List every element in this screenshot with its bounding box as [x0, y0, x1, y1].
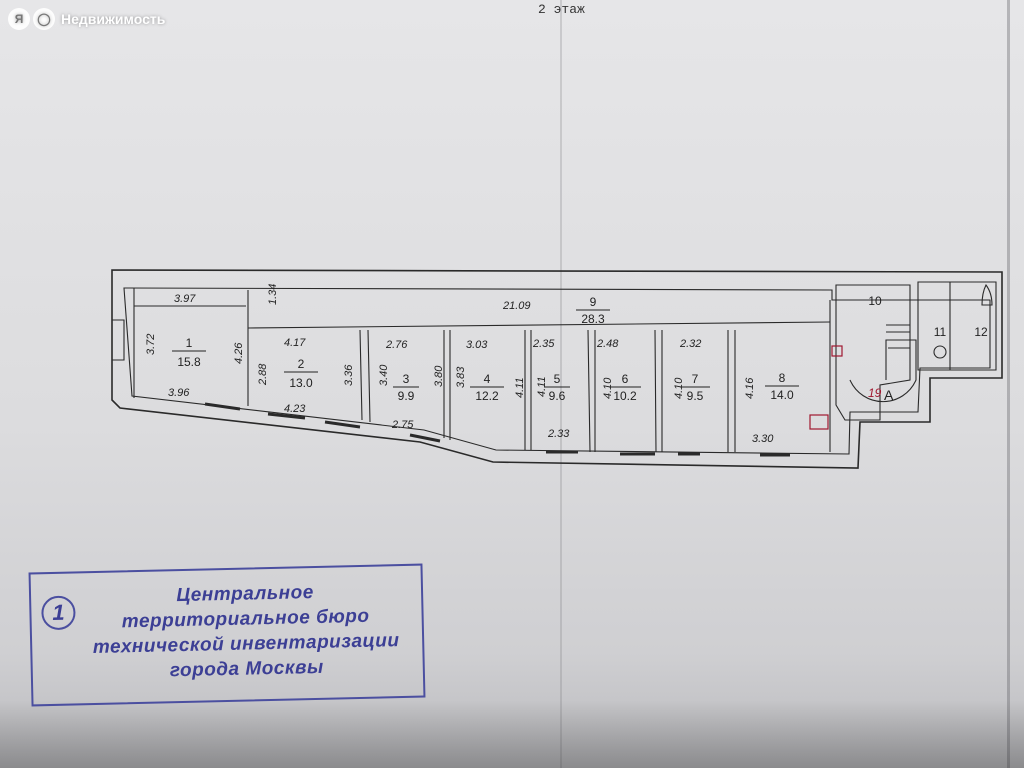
room-number: 6: [622, 372, 629, 386]
dimension: 21.09: [502, 300, 531, 312]
dimension: 3.72: [145, 334, 157, 355]
dimension: 4.11: [514, 377, 526, 398]
watermark-text: Недвижимость: [61, 11, 166, 27]
watermark: Я ◯ Недвижимость: [8, 8, 165, 30]
room-area: 9.6: [549, 389, 566, 403]
dimension: 3.36: [343, 364, 355, 386]
room-number: 1: [186, 336, 193, 350]
stamp-number: 1: [41, 595, 76, 631]
stair-number: 19: [868, 386, 882, 400]
bottom-shadow: [0, 700, 1024, 768]
plan-walls: [111, 269, 1003, 469]
logo-letter: Я: [8, 8, 30, 30]
dimension: 3.40: [378, 364, 390, 386]
room-area: 13.0: [289, 376, 313, 390]
room-number: 3: [403, 372, 410, 386]
dimension: 3.83: [455, 366, 467, 388]
floor-label: 2 этаж: [538, 2, 585, 17]
room-area: 9.9: [398, 389, 415, 403]
dimension: 2.88: [257, 363, 269, 386]
room-area: 28.3: [581, 312, 605, 326]
dimension: 4.10: [602, 377, 614, 399]
dimension: 3.80: [433, 365, 445, 387]
dimension: 2.48: [596, 338, 619, 350]
dimension: 2.32: [679, 338, 701, 350]
dimension: 3.96: [168, 387, 190, 399]
dimension: 4.10: [673, 377, 685, 399]
stair-letter: А: [884, 387, 894, 403]
paper-edge: [1007, 0, 1010, 768]
room-number: 7: [692, 372, 699, 386]
dimension: 4.26: [233, 342, 245, 364]
logo-circle: ◯: [33, 8, 55, 30]
dimension: 2.76: [385, 339, 408, 351]
dimension: 4.17: [284, 337, 306, 349]
room-number: 10: [868, 294, 882, 308]
paper-fold: [560, 0, 562, 768]
dimension: 1.34: [267, 284, 279, 305]
dimension: 3.97: [174, 293, 196, 305]
room-number: 5: [554, 372, 561, 386]
stamp-text: Центральное территориальное бюро техниче…: [77, 578, 415, 686]
dimension: 4.11: [536, 376, 548, 397]
room-number: 2: [298, 357, 305, 371]
watermark-logo-icon: Я ◯: [8, 8, 55, 30]
dimension: 3.30: [752, 433, 774, 445]
dimension: 4.23: [284, 403, 306, 415]
dimension: 2.35: [532, 338, 555, 350]
bti-stamp: 1 Центральное территориальное бюро техни…: [28, 563, 426, 707]
room-area: 14.0: [770, 388, 794, 402]
room-area: 15.8: [177, 355, 201, 369]
room-number: 4: [484, 372, 491, 386]
room-labels: 1 15.8 2 13.0 3 9.9 4 12.2 5 9.6 6 10.2 …: [172, 294, 988, 403]
dimension: 2.33: [547, 428, 570, 440]
dimension-labels: 3.97 1.34 21.09 3.72 4.26 3.96 4.17 2.88…: [145, 284, 774, 445]
dimension: 3.03: [466, 339, 488, 351]
room-number: 11: [934, 325, 947, 339]
room-number: 12: [974, 325, 988, 339]
room-area: 9.5: [687, 389, 704, 403]
dimension: 2.75: [391, 419, 414, 431]
dimension: 4.16: [744, 377, 756, 399]
room-number: 9: [590, 295, 597, 309]
room-area: 10.2: [613, 389, 637, 403]
room-area: 12.2: [475, 389, 499, 403]
room-number: 8: [779, 371, 786, 385]
